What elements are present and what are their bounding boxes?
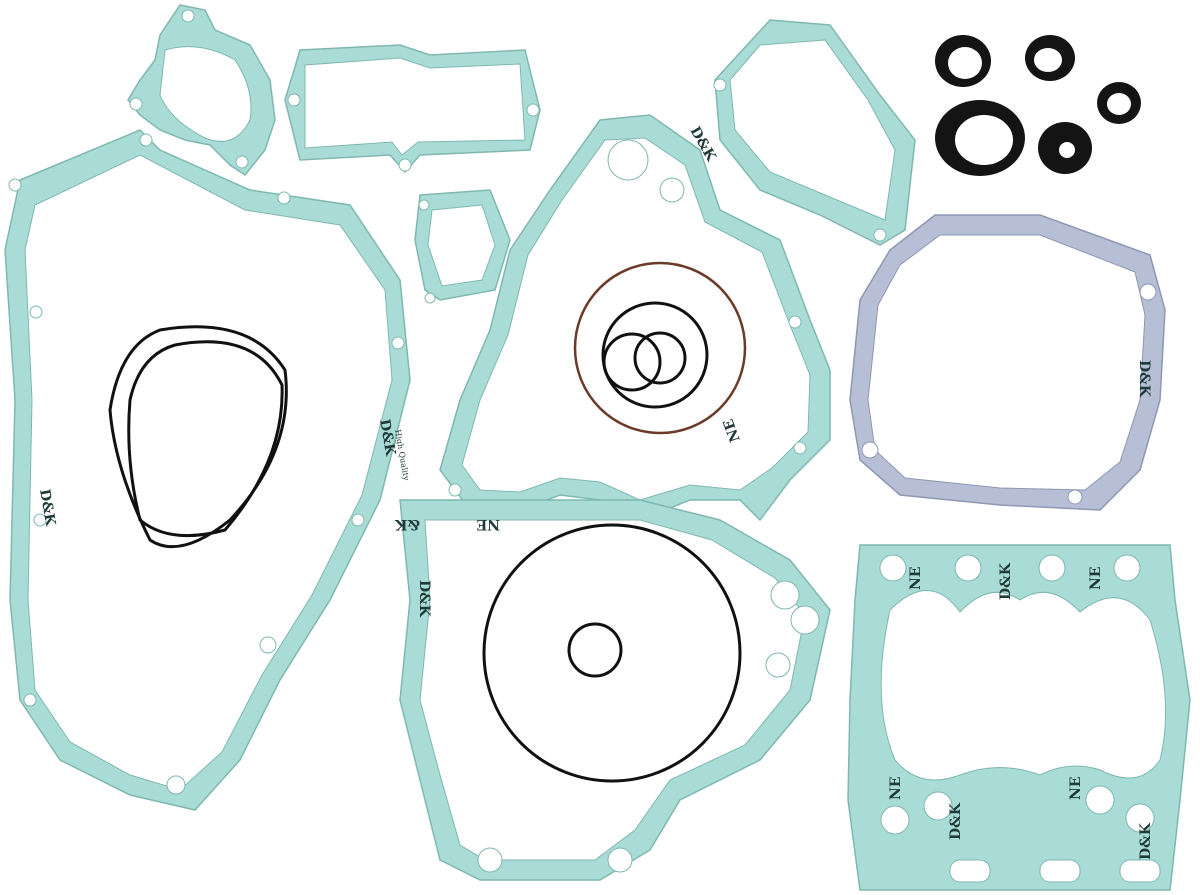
left-crankcase-cover-gasket: D&K D&K High Quality: [4, 129, 411, 811]
svg-text:D&K: D&K: [1138, 822, 1154, 860]
center-crankcase-gasket: D&K NE: [439, 114, 831, 522]
svg-text:D&K: D&K: [376, 418, 398, 458]
svg-text:NE: NE: [1068, 777, 1084, 800]
orings-center: [573, 261, 747, 435]
svg-text:D&K: D&K: [1136, 360, 1152, 398]
ignition-cover-gasket: D&K: [849, 214, 1166, 511]
oil-seals: [935, 35, 1141, 176]
small-cover-gasket: [414, 189, 511, 304]
svg-text:NE: NE: [477, 516, 500, 532]
svg-text:D&K: D&K: [36, 488, 58, 528]
upper-cover-gasket: [713, 19, 916, 246]
svg-text:NE: NE: [721, 417, 744, 445]
svg-text:NE: NE: [1088, 567, 1104, 590]
water-pump-gasket: [127, 4, 276, 177]
orings-left: [108, 325, 288, 549]
lower-crankcase-gasket: &K NE D&K: [394, 499, 831, 881]
svg-text:NE: NE: [888, 777, 904, 800]
top-cover-gasket: [284, 44, 541, 174]
svg-text:D&K: D&K: [948, 802, 964, 840]
svg-text:&K: &K: [394, 516, 420, 532]
mark-dk: D&K: [998, 562, 1014, 600]
mark-ne: NE: [908, 567, 924, 590]
svg-text:D&K: D&K: [416, 580, 432, 618]
cylinder-base-gasket: NE D&K NE D&K NE NE D&K: [847, 544, 1191, 891]
svg-text:High Quality: High Quality: [393, 429, 411, 482]
orings-lower: [482, 523, 742, 783]
